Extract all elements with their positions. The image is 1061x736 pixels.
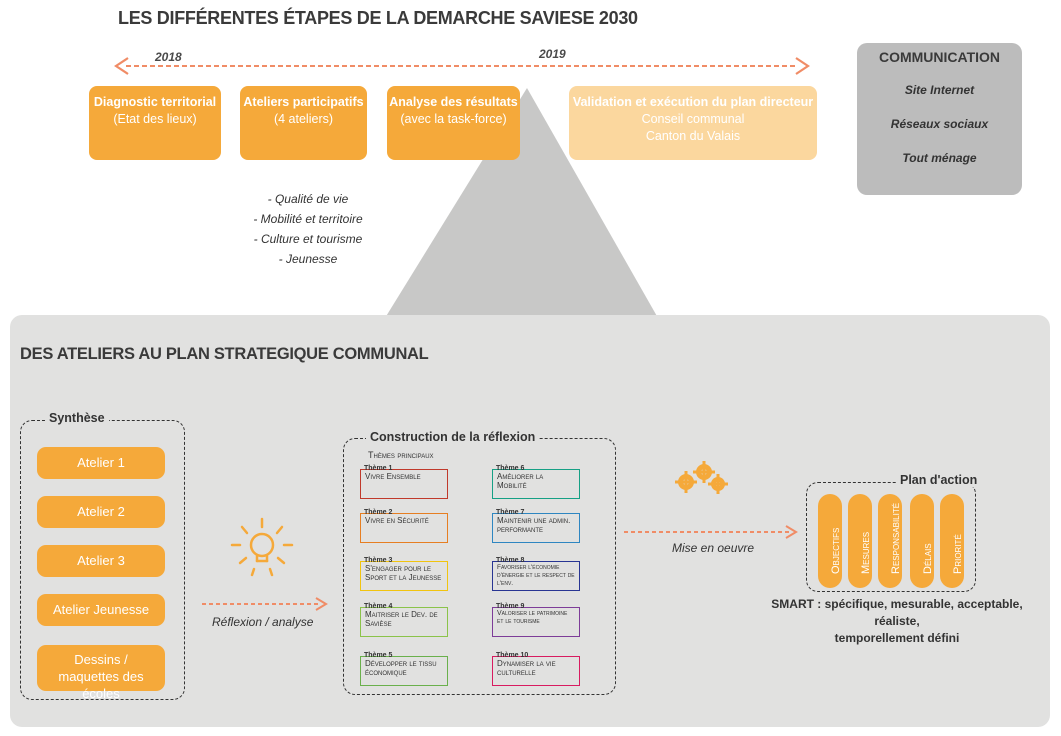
gears-icon <box>675 461 728 494</box>
communication-item: Site Internet <box>904 83 975 97</box>
arrow-reflexion <box>202 597 328 611</box>
workshop-theme: - Mobilité et territoire <box>253 212 363 226</box>
plan-item-priorite: Priorité <box>940 494 964 588</box>
plan-item-objectifs: Objectifs <box>818 494 842 588</box>
atelier-2: Atelier 2 <box>37 496 165 528</box>
theme-box-1: Vivre Ensemble <box>360 469 448 499</box>
plan-action-box <box>806 482 976 592</box>
step-ateliers: Ateliers participatifs (4 ateliers) <box>240 86 367 160</box>
communication-box: COMMUNICATION Site Internet Réseaux soci… <box>857 43 1022 195</box>
theme-box-6: Améliorer la Mobilité <box>492 469 580 499</box>
theme-box-9: Valoriser le patrimoine et le tourisme <box>492 607 580 637</box>
theme-tag: Thème 9 <box>496 603 525 610</box>
communication-item: Tout ménage <box>902 151 977 165</box>
workshop-themes-list: - Qualité de vie - Mobilité et territoir… <box>248 189 368 269</box>
atelier-3: Atelier 3 <box>37 545 165 577</box>
strategy-title: DES ATELIERS AU PLAN STRATEGIQUE COMMUNA… <box>20 345 429 363</box>
page-title: LES DIFFÉRENTES ÉTAPES DE LA DEMARCHE SA… <box>118 8 638 28</box>
theme-box-5: Développer le tissu économique <box>360 656 448 686</box>
arrow-reflexion-label: Réflexion / analyse <box>212 615 314 629</box>
theme-tag: Thème 8 <box>496 557 525 564</box>
theme-tag: Thème 1 <box>364 465 393 472</box>
theme-box-4: Maitriser le Dev. de Savièse <box>360 607 448 637</box>
workshop-theme: - Qualité de vie <box>267 192 349 206</box>
theme-tag: Thème 4 <box>364 603 393 610</box>
arrow-mise-en-oeuvre <box>624 525 798 539</box>
step-validation: Validation et exécution du plan directeu… <box>569 86 817 160</box>
theme-box-3: S'engager pour le Sport et la Jeunesse <box>360 561 448 591</box>
step-diagnostic: Diagnostic territorial (Etat des lieux) <box>89 86 221 160</box>
atelier-dessins: Dessins / maquettes des écoles <box>37 645 165 701</box>
timeline-arrow <box>114 57 810 75</box>
communication-item: Réseaux sociaux <box>890 117 989 131</box>
theme-box-8: Favoriser l'économie d'énergie et le res… <box>492 561 580 591</box>
plan-action-label: Plan d'action <box>896 473 982 487</box>
step-analyse: Analyse des résultats (avec la task-forc… <box>387 86 520 160</box>
plan-item-mesures: Mesures <box>848 494 872 588</box>
synthese-label: Synthèse <box>45 411 109 425</box>
theme-tag: Thème 3 <box>364 557 393 564</box>
year-start: 2018 <box>152 50 185 64</box>
year-end: 2019 <box>536 47 569 61</box>
workshop-theme: - Jeunesse <box>278 252 338 266</box>
smart-description: SMART : spécifique, mesurable, acceptabl… <box>771 597 1023 645</box>
theme-tag: Thème 5 <box>364 652 393 659</box>
theme-tag: Thème 6 <box>496 465 525 472</box>
atelier-1: Atelier 1 <box>37 447 165 479</box>
construction-label: Construction de la réflexion <box>366 430 540 444</box>
arrow-mise-en-oeuvre-label: Mise en oeuvre <box>672 541 755 555</box>
workshop-theme: - Culture et tourisme <box>253 232 363 246</box>
theme-box-10: Dynamiser la vie culturelle <box>492 656 580 686</box>
theme-tag: Thème 10 <box>496 652 529 659</box>
lightbulb-icon <box>230 517 294 577</box>
theme-tag: Thème 2 <box>364 509 393 516</box>
theme-box-7: Maintenir une admin. performante <box>492 513 580 543</box>
themes-header: Thèmes principaux <box>368 450 434 460</box>
plan-item-delais: Délais <box>910 494 934 588</box>
theme-tag: Thème 7 <box>496 509 525 516</box>
atelier-jeunesse: Atelier Jeunesse <box>37 594 165 626</box>
plan-item-responsabilite: Responsabilité <box>878 494 902 588</box>
theme-box-2: Vivre en Sécurité <box>360 513 448 543</box>
communication-title: COMMUNICATION <box>878 49 1001 65</box>
